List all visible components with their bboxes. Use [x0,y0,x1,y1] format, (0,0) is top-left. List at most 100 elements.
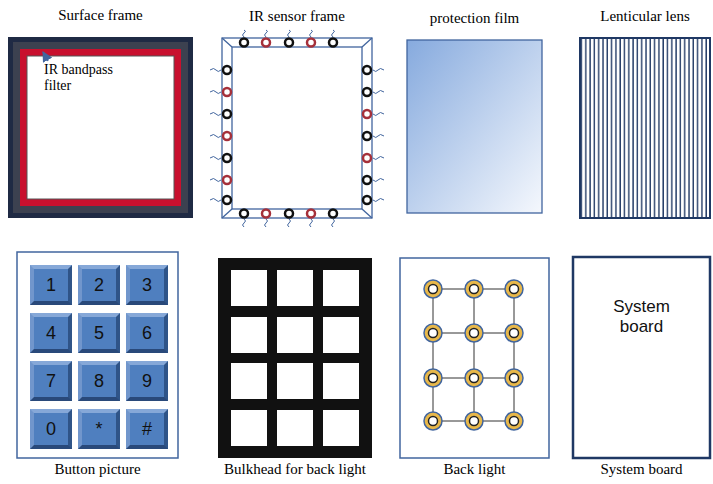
key-label: # [142,419,152,439]
key-button: # [126,409,168,449]
bulkhead-cell [231,363,267,399]
frame-window [27,56,174,199]
bulkhead: Bulkhead for back light [218,258,372,458]
ir-sensor [363,88,371,96]
callout-label: IR bandpass filter [44,62,128,94]
key-label: 6 [142,323,152,343]
wire [373,113,384,116]
part-name: protection film [430,10,520,27]
ir-sensor [285,210,293,218]
led [505,369,523,387]
part-name: System board [600,461,682,478]
wire [288,219,291,227]
ir-sensor [329,210,337,218]
bulkhead-cell [323,410,359,446]
bulkhead-cell [277,410,313,446]
ir-sensor [223,196,231,204]
key-label: 4 [46,323,56,343]
bulkhead-cell [277,270,313,306]
ir-sensor [223,88,231,96]
led-core [510,329,519,338]
key-button: 4 [30,313,72,353]
system-board: System boardSystem board [573,257,710,458]
key-label: 5 [94,323,104,343]
key-button: * [78,409,120,449]
led-wire [514,289,515,421]
wire [373,179,384,182]
wire [210,91,221,94]
ir-sensor [223,176,231,184]
wire [210,135,221,138]
ir-sensor [285,39,293,47]
ir-sensor [262,210,270,218]
key-label: 0 [46,419,56,439]
led [505,280,523,298]
wire [332,30,335,37]
ir-sensor [240,39,248,47]
led-group [424,280,523,430]
key-button: 7 [30,361,72,401]
bulkhead [218,258,372,458]
ir-sensor [329,39,337,47]
protection-film [407,40,542,213]
wire [373,69,384,72]
bulkhead-cell [277,363,313,399]
led-core [429,329,438,338]
bulkhead-cell [323,317,359,353]
bulkhead-cell [231,317,267,353]
wire [210,69,221,72]
bulkhead-cell [277,317,313,353]
bulkhead-cell [323,270,359,306]
key-label: 2 [94,275,104,295]
key-label: 9 [142,371,152,391]
wire [373,91,384,94]
wire [288,30,291,37]
ir-sensor [363,176,371,184]
wire [243,219,246,227]
sensor-frame-inner [232,47,362,209]
back-light: Back light [400,258,549,458]
led-core [470,285,479,294]
frame-corner [362,209,372,218]
led [465,324,483,342]
led-core [429,374,438,383]
ir-sensor [363,66,371,74]
ir-filter-band [20,49,181,206]
led-core [429,417,438,426]
key-button: 3 [126,265,168,305]
bulkhead-cell [231,410,267,446]
wire [265,30,268,37]
led-core [510,374,519,383]
part-name: Surface frame [58,7,143,24]
ir-sensor [223,110,231,118]
wire [373,157,384,160]
ir-sensor [223,154,231,162]
part-name: Bulkhead for back light [224,461,366,478]
led-wire [433,289,434,421]
key-label: 8 [94,371,104,391]
led [505,324,523,342]
led-wire [474,289,475,421]
key-button: 1 [30,265,72,305]
led [424,280,442,298]
ir-sensor [363,132,371,140]
part-name: IR sensor frame [249,8,345,25]
leader-arrow [43,52,48,61]
lenticular-lens: Lenticular lens [580,38,710,218]
bulkhead-cell [231,270,267,306]
part-name: Back light [443,461,505,478]
system-board [573,257,710,458]
part-name: Lenticular lens [600,8,690,25]
key-label: 1 [46,275,56,295]
key-label: 3 [142,275,152,295]
sensor-frame-outer [222,38,372,218]
wire [210,199,221,202]
led [505,412,523,430]
ir-sensor [223,132,231,140]
led-core [470,374,479,383]
wire [373,135,384,138]
led [424,324,442,342]
wire [210,113,221,116]
ir-sensor [307,210,315,218]
